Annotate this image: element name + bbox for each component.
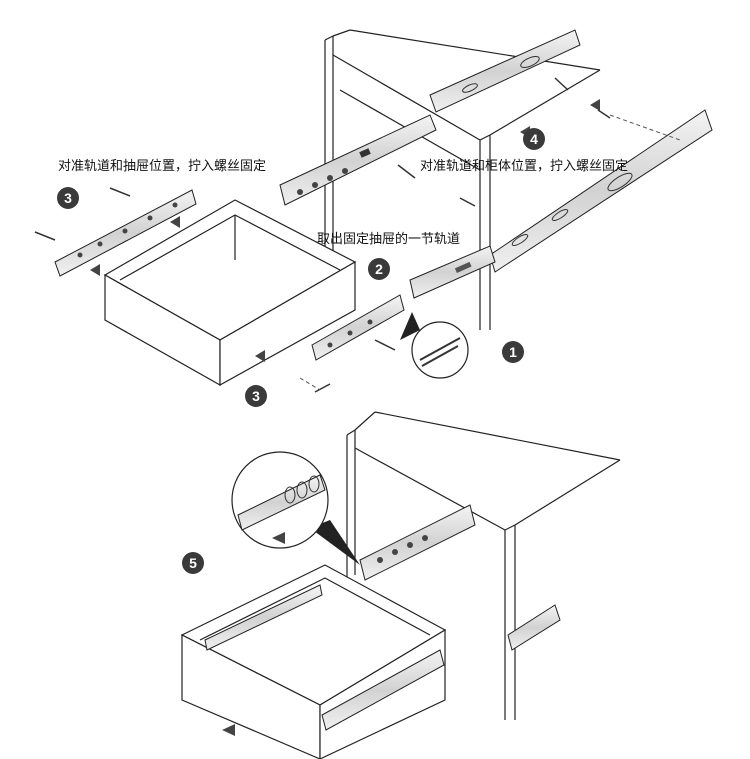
right-instruction-label: 对准轨道和柜体位置，拧入螺丝固定: [420, 159, 629, 174]
cabinet-rail-upper: [279, 29, 581, 206]
step-badge-2: 2: [368, 258, 390, 280]
screws: [34, 77, 611, 393]
guide-lines: [299, 114, 681, 391]
step-badge-3-bottom: 3: [245, 385, 267, 407]
cabinet-rail-right: [409, 109, 713, 299]
middle-instruction-label: 取出固定抽屉的一节轨道: [317, 232, 461, 247]
lower-cabinet: [346, 411, 621, 720]
drawer-rail-left: [54, 189, 197, 277]
drawer-rail-lower-right: [204, 584, 445, 731]
upper-cabinet: [324, 29, 601, 330]
step-badge-5: 5: [182, 552, 204, 574]
drawer-box-upper: [103, 199, 357, 387]
step-badge-3-left: 3: [57, 187, 79, 209]
magnifier-rail-detail: [231, 451, 360, 565]
step-badge-4: 4: [523, 128, 545, 150]
cabinet-rail-lower: [359, 504, 561, 651]
magnifier-release-clip: [400, 312, 469, 379]
step-badge-1: 1: [502, 341, 524, 363]
left-instruction-label: 对准轨道和抽屉位置，拧入螺丝固定: [58, 159, 267, 174]
inner-rail-detached: [311, 294, 405, 361]
